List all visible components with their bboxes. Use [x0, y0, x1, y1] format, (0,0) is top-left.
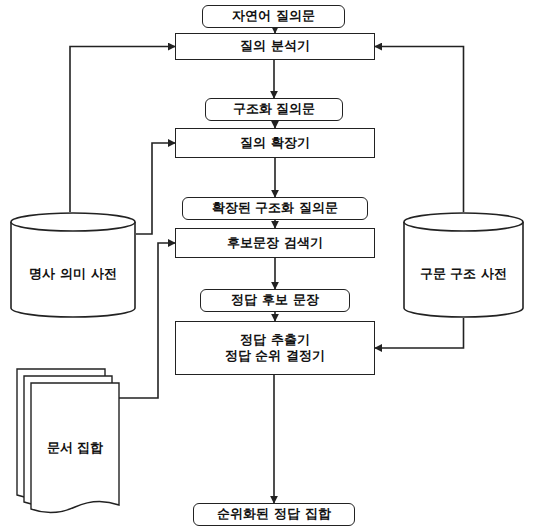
node-label: 구문 구조 사전 [420, 266, 507, 282]
flow-arrow [136, 143, 175, 234]
output-box: 순위화된 정답 집합 [193, 503, 355, 526]
node-label: 구조화 질의문 [233, 101, 316, 117]
node-label: 질의 확장기 [240, 135, 310, 151]
process-box: 후보문장 검색기 [175, 228, 375, 258]
data-box: 확장된 구조화 질의문 [182, 197, 368, 220]
node-label: 정답 순위 결정기 [225, 348, 325, 364]
flow-arrow [274, 220, 276, 228]
flow-arrow [274, 121, 276, 128]
node-label: 명사 의미 사전 [29, 266, 116, 282]
flow-arrow [375, 47, 464, 213]
flow-arrow [274, 158, 276, 197]
flow-arrow [274, 312, 276, 321]
data-box: 구조화 질의문 [205, 98, 343, 121]
flow-arrow [273, 60, 275, 98]
node-label: 질의 분석기 [240, 38, 310, 54]
flow-arrow [70, 47, 175, 213]
cylinder-outline [403, 212, 524, 318]
node-label: 순위화된 정답 집합 [217, 506, 330, 522]
flow-arrow [273, 375, 275, 503]
process-box: 질의 분석기 [175, 33, 375, 60]
process-box: 질의 확장기 [175, 128, 375, 158]
process-box: 정답 추출기정답 순위 결정기 [175, 321, 375, 375]
node-label: 문서 집합 [47, 440, 104, 456]
data-box: 정답 후보 문장 [200, 289, 350, 312]
input-box: 자연어 질의문 [202, 5, 345, 28]
node-label: 후보문장 검색기 [227, 235, 323, 251]
node-label: 정답 후보 문장 [231, 292, 318, 308]
document-stack: 문서 집합 [16, 368, 120, 514]
database-cylinder: 구문 구조 사전 [403, 212, 524, 318]
database-cylinder: 명사 의미 사전 [10, 212, 136, 318]
node-label: 확장된 구조화 질의문 [212, 200, 338, 216]
flow-arrow [274, 258, 276, 289]
cylinder-outline [10, 212, 136, 318]
node-label: 정답 추출기 [240, 332, 310, 348]
flow-arrow [375, 318, 464, 348]
node-label: 자연어 질의문 [232, 8, 315, 24]
